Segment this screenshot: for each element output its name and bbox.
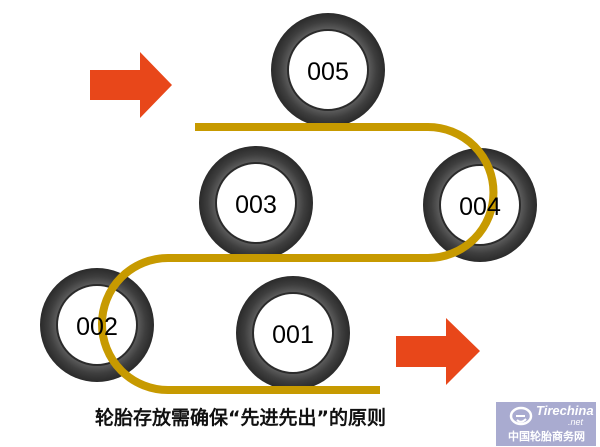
caption-title: 轮胎存放需确保“先进先出”的原则 (95, 407, 386, 429)
tire-rim (439, 164, 521, 246)
tire-001 (236, 276, 350, 390)
watermark-cn: 中国轮胎商务网 (508, 430, 585, 443)
tire-label-004: 004 (459, 193, 501, 221)
tire-005 (271, 13, 385, 127)
tire-rim (215, 162, 297, 244)
tire-002 (40, 268, 154, 382)
arrow-out-icon (396, 318, 480, 385)
tirechina-logo-icon (509, 406, 533, 426)
tire-rim (287, 29, 369, 111)
conveyor-track (98, 123, 498, 394)
tire-rim (56, 284, 138, 366)
watermark-brand: Tirechina (536, 403, 594, 418)
arrow-in-icon (90, 52, 172, 118)
tire-label-003: 003 (235, 191, 277, 219)
tire-label-002: 002 (76, 313, 118, 341)
tire-003 (199, 146, 313, 260)
tire-label-005: 005 (307, 58, 349, 86)
tire-rim (252, 292, 334, 374)
watermark-suffix: .net (568, 417, 584, 427)
tire-label-001: 001 (272, 321, 314, 349)
tire-004 (423, 148, 537, 262)
watermark-logo: Tirechina .net 中国轮胎商务网 (496, 402, 596, 446)
